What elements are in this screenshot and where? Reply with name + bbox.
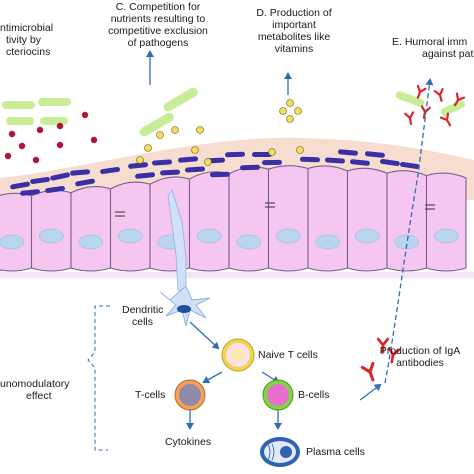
- epithelial-cell: [0, 192, 33, 272]
- bacterium: [262, 159, 283, 166]
- bacterium: [337, 149, 358, 156]
- bacterium: [178, 156, 199, 163]
- label-tcells: T-cells: [135, 389, 166, 401]
- bacterium: [210, 171, 231, 178]
- epithelial-cell: [346, 167, 388, 272]
- epithelial-cell: [425, 172, 467, 272]
- cell-nucleus: [0, 234, 24, 250]
- label-plasma: Plasma cells: [306, 446, 365, 458]
- b-cell: [262, 379, 294, 411]
- antibody: [433, 88, 444, 102]
- arrows: [146, 50, 434, 430]
- bacterium: [185, 166, 206, 173]
- bacterium: [349, 159, 370, 166]
- bacterium: [364, 151, 385, 158]
- pathogen-rod: [440, 100, 466, 116]
- bacterium: [400, 161, 420, 170]
- bacterium: [10, 181, 30, 190]
- immuno-bracket: [87, 305, 110, 451]
- label-naive: Naive T cells: [258, 349, 318, 361]
- epithelial-cell: [228, 166, 270, 272]
- antibody: [416, 84, 427, 99]
- bacterium: [75, 178, 95, 187]
- bacterium: [30, 176, 50, 185]
- bacterium: [252, 152, 272, 157]
- antibody: [420, 105, 431, 120]
- t-cell: [174, 379, 206, 411]
- label-cytokines: Cytokines: [165, 436, 212, 448]
- antibody: [404, 111, 415, 126]
- antibody: [453, 92, 466, 107]
- iga-antibodies: [360, 337, 401, 382]
- bacterium: [324, 157, 345, 164]
- cell-nucleus: [276, 228, 301, 244]
- label-bcells: B-cells: [298, 389, 330, 401]
- bacterium: [100, 166, 120, 175]
- pathogen-rod: [395, 91, 425, 107]
- metabolites-d: [268, 99, 304, 156]
- cell-nucleus: [197, 228, 222, 244]
- bacterium: [135, 172, 156, 179]
- cell-nucleus: [394, 234, 419, 250]
- cell-nucleus: [236, 234, 261, 250]
- epithelial-cell: [307, 165, 349, 272]
- bacterium: [225, 151, 246, 158]
- cell-nucleus: [355, 228, 380, 244]
- epithelial-cell: [70, 186, 112, 272]
- dendritic-cell: [159, 285, 211, 327]
- dendrite-extension: [167, 189, 187, 291]
- antibody: [387, 346, 401, 364]
- bacterium: [299, 156, 320, 163]
- bacterium: [70, 169, 91, 176]
- surface-bacteria: [10, 149, 420, 196]
- pathogen-cluster-a: [2, 98, 98, 164]
- cell-nucleus: [118, 228, 143, 244]
- nutrient-competition-c: [136, 87, 212, 166]
- antibody: [439, 112, 452, 127]
- bacterium: [50, 172, 70, 181]
- antibody: [360, 361, 375, 382]
- tight-junction: [425, 204, 435, 210]
- lamina-band: [0, 272, 474, 278]
- epithelium: [0, 165, 467, 272]
- bacterium: [152, 159, 173, 166]
- antibodies-e: [395, 84, 466, 127]
- plasma-cell: [260, 437, 300, 467]
- cell-nucleus: [78, 234, 103, 250]
- bacterium: [128, 162, 149, 169]
- epithelial-cell: [386, 170, 428, 272]
- bacterium: [160, 169, 181, 176]
- bacterium: [45, 185, 65, 194]
- cell-nucleus: [315, 234, 340, 250]
- bacterium: [380, 158, 400, 167]
- bacterium: [20, 189, 41, 196]
- tight-junction: [265, 202, 275, 208]
- epithelial-cell: [267, 165, 309, 272]
- epithelial-cell: [188, 171, 230, 272]
- bacterium: [240, 164, 261, 171]
- cell-nucleus: [39, 228, 64, 244]
- epithelial-cell: [109, 181, 151, 272]
- cell-nucleus: [434, 228, 459, 244]
- antibody: [376, 337, 390, 354]
- naive-t-cell: [221, 338, 255, 372]
- tight-junction: [115, 211, 125, 217]
